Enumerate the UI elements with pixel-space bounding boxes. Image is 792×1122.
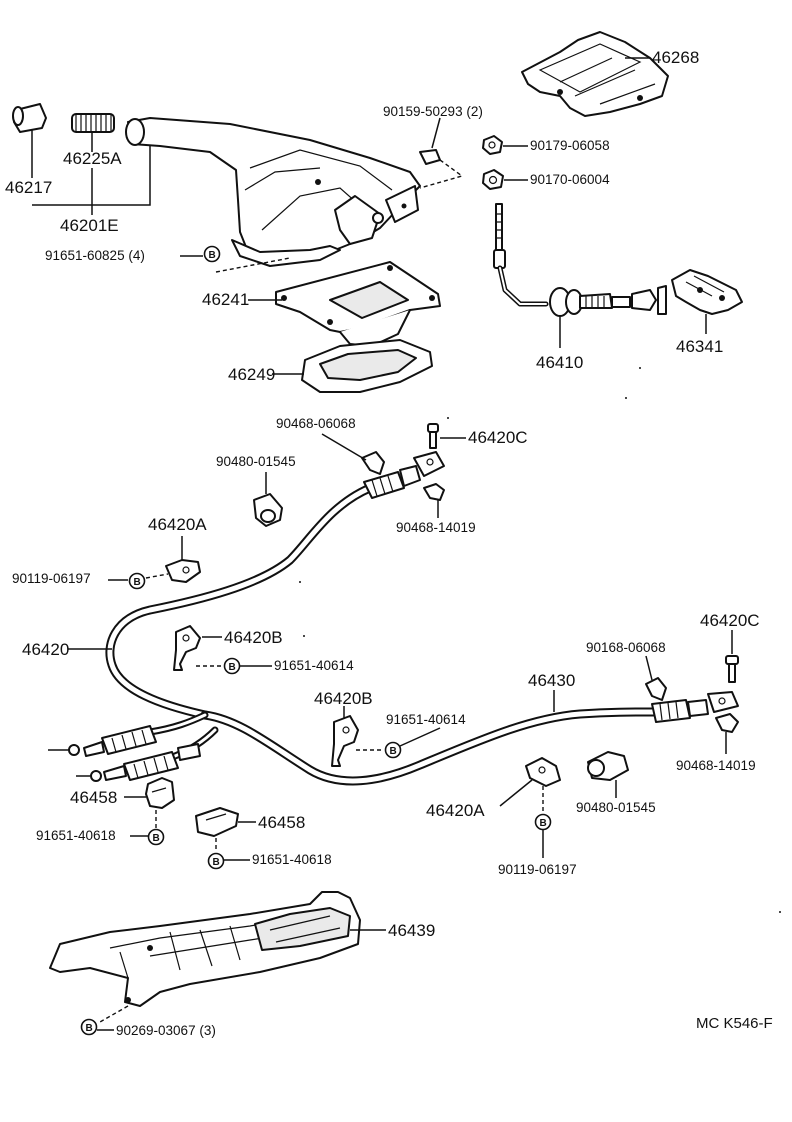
- bolt-90159-50293: [419, 117, 441, 165]
- label-46439: 46439: [388, 921, 435, 940]
- cable-46420: [105, 451, 445, 720]
- cable-46430: [200, 691, 739, 786]
- clip-90468-06068: [361, 451, 385, 475]
- clip-90468-14019-right: [715, 713, 739, 733]
- cap-46217: [12, 103, 47, 133]
- label-46420b-top: 46420B: [224, 628, 283, 647]
- label-46249: 46249: [228, 365, 275, 384]
- spring-46225a: [71, 113, 115, 133]
- clip-90468-14019-top: [423, 483, 445, 501]
- svg-text:B: B: [390, 746, 397, 757]
- washer-91651-40614-mid: B: [384, 741, 402, 759]
- svg-text:B: B: [153, 833, 160, 844]
- washer-90119-06197-left: B: [128, 572, 146, 590]
- label-91651-40614-mid: 91651-40614: [386, 712, 466, 727]
- label-46341: 46341: [676, 337, 723, 356]
- nut-90170-06004: [482, 169, 504, 190]
- label-90170-06004: 90170-06004: [530, 172, 610, 187]
- label-91651-60825: 91651-60825 (4): [45, 248, 145, 263]
- lever-46201e: [125, 117, 421, 267]
- label-90179-06058: 90179-06058: [530, 138, 610, 153]
- svg-text:B: B: [209, 250, 216, 261]
- label-46268: 46268: [652, 48, 699, 67]
- bracket-46341: [671, 269, 743, 315]
- label-90468-14019-top: 90468-14019: [396, 520, 476, 535]
- label-46420c-right: 46420C: [700, 611, 760, 630]
- label-91651-40614-top: 91651-40614: [274, 658, 354, 673]
- cable-ends-rear: [48, 711, 219, 782]
- svg-text:B: B: [86, 1023, 93, 1034]
- label-90480-01545-mid: 90480-01545: [576, 800, 656, 815]
- label-46420: 46420: [22, 640, 69, 659]
- label-90168-06068: 90168-06068: [586, 640, 666, 655]
- plate-46241: [275, 261, 441, 347]
- label-91651-40618-left: 91651-40618: [36, 828, 116, 843]
- label-46241: 46241: [202, 290, 249, 309]
- pin-46420c-top: [427, 423, 439, 449]
- boot-46249: [301, 339, 433, 393]
- pin-46420c-right: [725, 655, 739, 683]
- clamp-46420a-left: [165, 559, 201, 583]
- washer-90119-06197-mid: B: [534, 813, 552, 831]
- label-46420c-top: 46420C: [468, 428, 528, 447]
- label-46420a-mid: 46420A: [426, 801, 485, 820]
- label-90468-06068: 90468-06068: [276, 416, 356, 431]
- bracket-46268: [521, 31, 669, 117]
- label-46430: 46430: [528, 671, 575, 690]
- svg-text:B: B: [229, 662, 236, 673]
- clamp-46420b-top: [173, 625, 201, 671]
- label-90159-50293: 90159-50293 (2): [383, 104, 483, 119]
- label-46410: 46410: [536, 353, 583, 372]
- washer-91651-40614-top: B: [223, 657, 241, 675]
- washer-90269-03067: B: [80, 1018, 98, 1036]
- washer-91651-40618-left: B: [147, 828, 165, 846]
- label-91651-40618-mid: 91651-40618: [252, 852, 332, 867]
- label-46225a: 46225A: [63, 149, 122, 168]
- label-46458-left: 46458: [70, 788, 117, 807]
- clamp-46458-mid: [195, 807, 239, 837]
- svg-text:B: B: [134, 577, 141, 588]
- nut-90179-06058: [482, 135, 503, 155]
- clamp-46458-left: [145, 777, 175, 809]
- diagram-code: MC K546-F: [696, 1015, 773, 1032]
- washer-91651-40618-mid: B: [207, 852, 225, 870]
- svg-text:B: B: [540, 818, 547, 829]
- label-90269-03067: 90269-03067 (3): [116, 1023, 216, 1038]
- clamp-46420b-mid: [331, 715, 359, 767]
- label-46217: 46217: [5, 178, 52, 197]
- washer-91651-60825: B: [203, 245, 221, 263]
- label-46201e: 46201E: [60, 216, 119, 235]
- label-90468-14019-right: 90468-14019: [676, 758, 756, 773]
- insulator-46439: [49, 891, 361, 1007]
- grommet-90480-01545-mid: [587, 751, 629, 781]
- svg-text:B: B: [213, 857, 220, 868]
- cable-46410: [493, 203, 667, 317]
- label-46420b-mid: 46420B: [314, 689, 373, 708]
- label-46420a-left: 46420A: [148, 515, 207, 534]
- grommet-90480-01545-top: [253, 493, 283, 527]
- label-90119-06197-mid: 90119-06197: [498, 862, 577, 877]
- label-90119-06197-left: 90119-06197: [12, 571, 91, 586]
- clamp-46420a-mid: [525, 757, 561, 787]
- clip-90168-06068: [645, 677, 667, 701]
- label-90480-01545-top: 90480-01545: [216, 454, 296, 469]
- label-46458-mid: 46458: [258, 813, 305, 832]
